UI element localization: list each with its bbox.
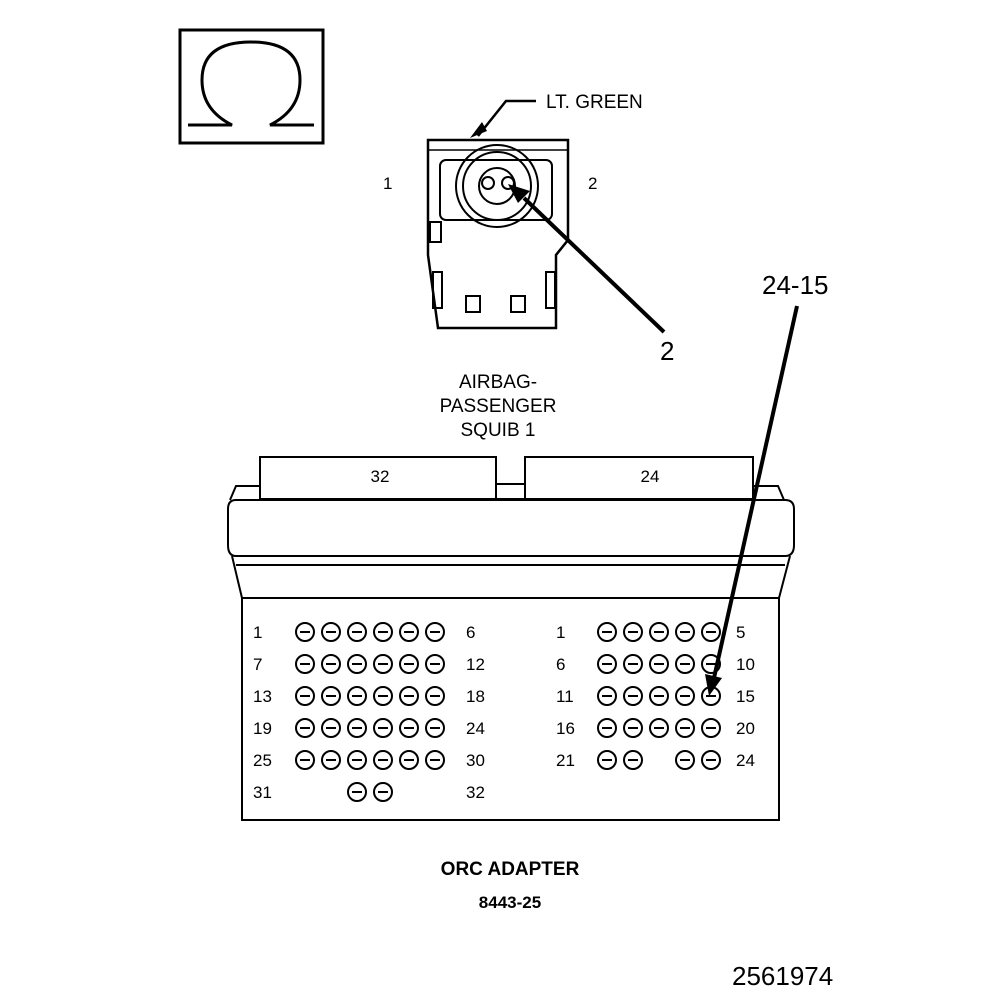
left-connector-pin (425, 750, 445, 770)
right-connector-pin (623, 622, 643, 642)
squib-pin-left-label: 1 (383, 174, 392, 193)
adapter-caption: ORC ADAPTER (441, 859, 580, 880)
left-connector-pin (347, 686, 367, 706)
left-row-start-label: 7 (253, 655, 262, 674)
right-row-end-label: 20 (736, 719, 755, 738)
right-connector-pin (597, 750, 617, 770)
left-connector-pin (347, 718, 367, 738)
left-connector-pin (373, 654, 393, 674)
left-connector-pin (295, 718, 315, 738)
right-row-start-label: 21 (556, 751, 575, 770)
right-connector-pin (649, 622, 669, 642)
left-connector-pin (321, 718, 341, 738)
left-connector-pin (399, 654, 419, 674)
right-row-end-label: 24 (736, 751, 755, 770)
right-row-end-label: 5 (736, 623, 745, 642)
left-connector-pin (347, 654, 367, 674)
squib-probe-label: 2 (660, 336, 674, 366)
right-connector-pin (649, 686, 669, 706)
left-row-end-label: 6 (466, 623, 475, 642)
figure-number: 2561974 (732, 961, 833, 991)
left-connector-pin (295, 654, 315, 674)
ohm-symbol-icon (178, 28, 325, 145)
left-connector-pin (399, 750, 419, 770)
left-row-start-label: 31 (253, 783, 272, 802)
squib-caption-line-3: SQUIB 1 (461, 420, 536, 441)
right-row-start-label: 11 (556, 687, 574, 706)
right-connector-pin (623, 750, 643, 770)
right-row-start-label: 1 (556, 623, 565, 642)
right-connector-pin (597, 718, 617, 738)
right-connector-pin (649, 654, 669, 674)
squib-caption-line-2: PASSENGER (440, 396, 557, 417)
orc-probe-arrow (705, 305, 799, 696)
left-connector-pin (321, 622, 341, 642)
right-connector-pin (649, 718, 669, 738)
left-connector-pin (373, 718, 393, 738)
left-connector-pin (425, 654, 445, 674)
header-right-label: 24 (641, 467, 660, 486)
left-row-start-label: 19 (253, 719, 272, 738)
left-connector-pin (295, 622, 315, 642)
left-connector-pin (373, 750, 393, 770)
left-row-end-label: 12 (466, 655, 485, 674)
left-connector-pin (347, 750, 367, 770)
right-connector-pin (597, 654, 617, 674)
left-row-start-label: 25 (253, 751, 272, 770)
right-connector-pin (675, 654, 695, 674)
header-left-label: 32 (371, 467, 390, 486)
orc-adapter-housing (227, 456, 795, 821)
orc-probe-label: 24-15 (762, 270, 829, 300)
right-row-end-label: 15 (736, 687, 755, 706)
left-connector-pin (425, 718, 445, 738)
left-connector-pin (399, 718, 419, 738)
right-connector-pin (701, 622, 721, 642)
adapter-part-number: 8443-25 (479, 893, 541, 912)
right-connector-pin (675, 750, 695, 770)
left-connector-pin (399, 622, 419, 642)
left-connector-pin (425, 686, 445, 706)
right-connector-pin (597, 622, 617, 642)
left-connector-pin (373, 622, 393, 642)
left-row-end-label: 32 (466, 783, 485, 802)
squib-pin-right-label: 2 (588, 174, 597, 193)
squib-caption-line-1: AIRBAG- (459, 372, 537, 393)
right-row-end-label: 10 (736, 655, 755, 674)
left-connector-pin (347, 622, 367, 642)
left-row-start-label: 13 (253, 687, 272, 706)
left-connector-pin (399, 686, 419, 706)
right-connector-pin (701, 750, 721, 770)
wire-color-label: LT. GREEN (546, 92, 643, 113)
left-connector-pin (295, 750, 315, 770)
wire-color-leader (470, 99, 536, 138)
right-connector-pin (623, 654, 643, 674)
right-connector-pin (597, 686, 617, 706)
right-connector-pin (675, 622, 695, 642)
left-connector-pin (321, 654, 341, 674)
left-row-start-label: 1 (253, 623, 262, 642)
left-connector-pin (295, 686, 315, 706)
left-row-end-label: 24 (466, 719, 485, 738)
left-connector-pin (373, 686, 393, 706)
left-row-end-label: 30 (466, 751, 485, 770)
right-row-start-label: 16 (556, 719, 575, 738)
right-connector-pin (675, 718, 695, 738)
left-connector-pin (373, 782, 393, 802)
right-connector-pin (623, 686, 643, 706)
left-connector-pin (321, 750, 341, 770)
squib-connector (426, 138, 570, 330)
right-connector-pin (701, 718, 721, 738)
left-connector-pin (425, 622, 445, 642)
left-connector-pin (347, 782, 367, 802)
squib-probe-arrow (508, 184, 666, 334)
right-connector-pin (623, 718, 643, 738)
left-row-end-label: 18 (466, 687, 485, 706)
left-connector-pin (321, 686, 341, 706)
right-connector-pin (675, 686, 695, 706)
right-row-start-label: 6 (556, 655, 565, 674)
